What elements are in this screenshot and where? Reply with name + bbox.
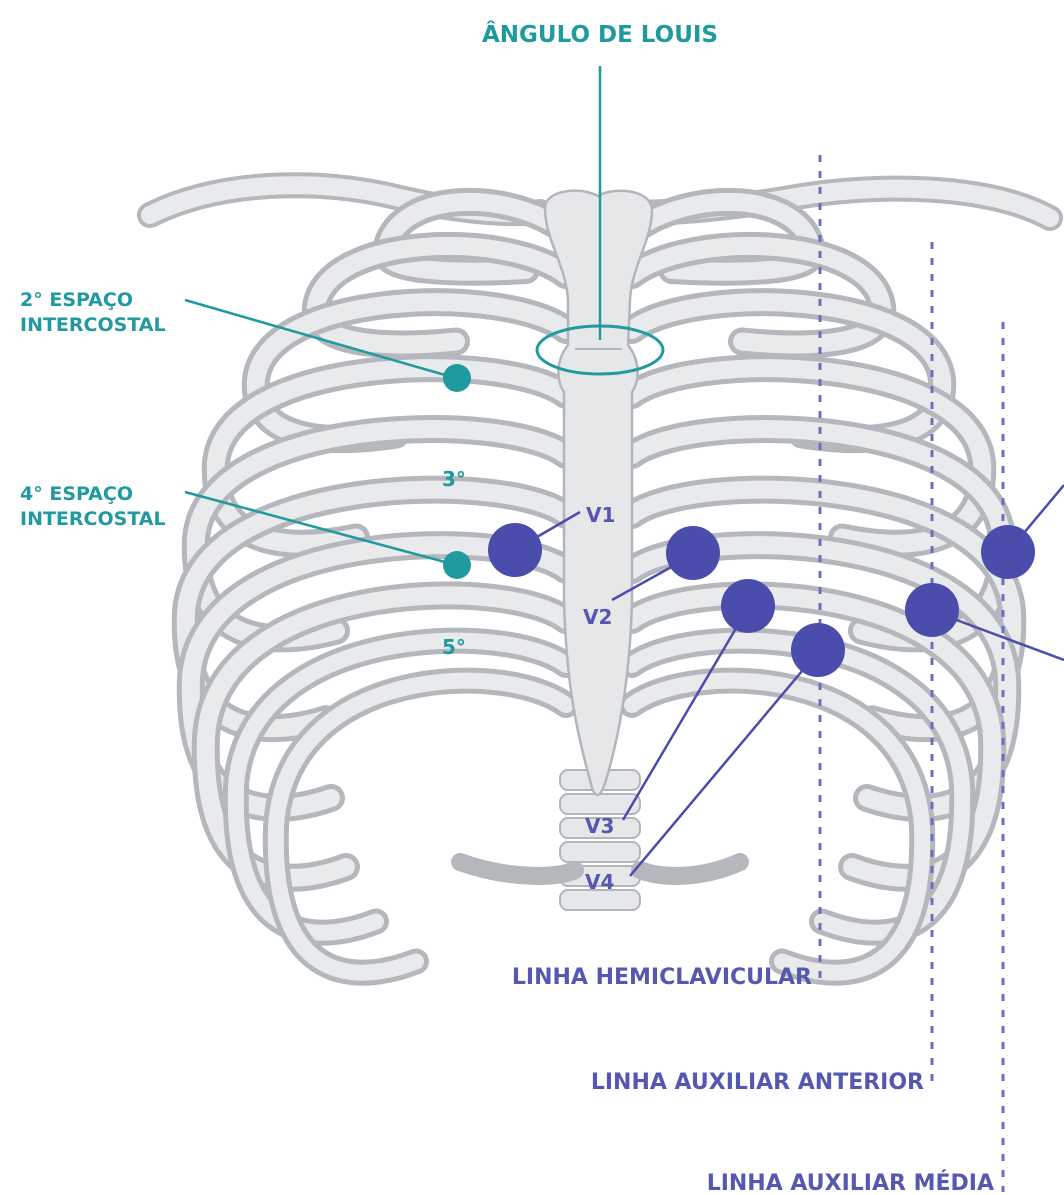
- hemiclavicular-label: LINHA HEMICLAVICULAR: [512, 965, 812, 990]
- angle-of-louis-title: ÂNGULO DE LOUIS: [482, 20, 718, 48]
- fourth-space-label-line1: 4° ESPAÇO: [20, 483, 133, 505]
- v4-label: V4: [585, 870, 614, 894]
- second-space-label-line2: INTERCOSTAL: [20, 314, 166, 336]
- electrode-v4: [791, 623, 845, 677]
- second-intercostal-marker: [443, 364, 471, 392]
- v2-label: V2: [583, 605, 612, 629]
- vertebra: [560, 842, 640, 862]
- fourth-intercostal-marker: [443, 551, 471, 579]
- anterior-axillary-label: LINHA AUXILIAR ANTERIOR: [591, 1070, 924, 1095]
- electrode-v1: [488, 523, 542, 577]
- mid-axillary-label: LINHA AUXILIAR MÉDIA: [707, 1170, 994, 1195]
- electrode-v3: [721, 579, 775, 633]
- electrode-v5: [905, 583, 959, 637]
- v3-label: V3: [585, 814, 614, 838]
- electrode-v6: [981, 525, 1035, 579]
- fourth-space-label-line2: INTERCOSTAL: [20, 508, 166, 530]
- fifth-space-label: 5°: [442, 635, 466, 659]
- second-space-label-line1: 2° ESPAÇO: [20, 289, 133, 311]
- third-space-label: 3°: [442, 467, 466, 491]
- electrode-v2: [666, 526, 720, 580]
- v1-label: V1: [586, 503, 615, 527]
